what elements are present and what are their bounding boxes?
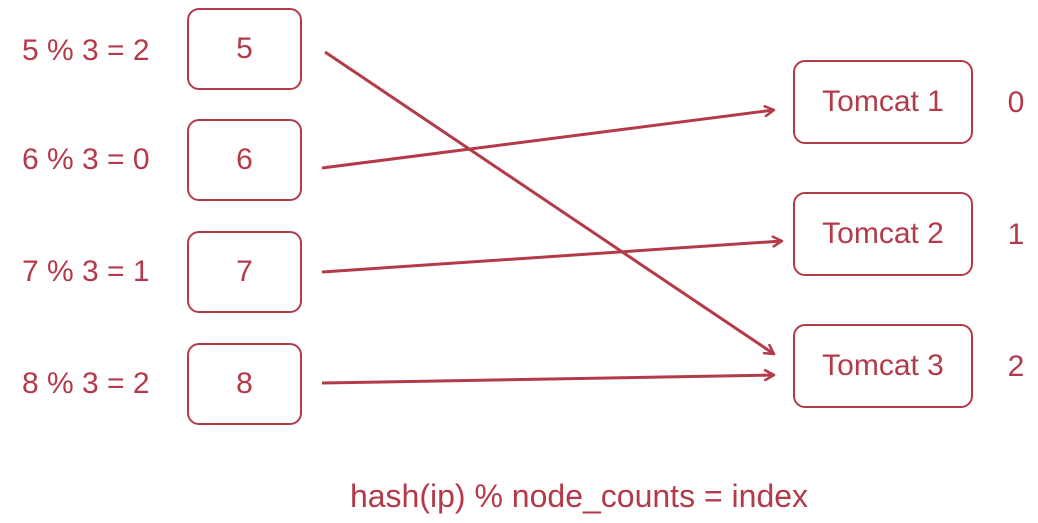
source-box-6: 6 bbox=[187, 119, 302, 201]
source-box-8: 8 bbox=[187, 343, 302, 425]
equation-7: 7 % 3 = 1 bbox=[22, 255, 150, 288]
source-box-label: 5 bbox=[236, 32, 253, 65]
source-box-label: 6 bbox=[236, 143, 253, 176]
source-box-7: 7 bbox=[187, 231, 302, 313]
node-index-1: 1 bbox=[1007, 218, 1025, 251]
equation-5: 5 % 3 = 2 bbox=[22, 34, 150, 67]
node-label: Tomcat 2 bbox=[822, 217, 944, 250]
node-box-tomcat-1: Tomcat 1 bbox=[793, 60, 973, 144]
node-box-tomcat-2: Tomcat 2 bbox=[793, 192, 973, 276]
arrow-7-to-tomcat-2 bbox=[321, 241, 782, 274]
source-box-label: 8 bbox=[236, 367, 253, 400]
source-box-5: 5 bbox=[187, 8, 302, 90]
source-box-label: 7 bbox=[236, 255, 253, 288]
formula-caption: hash(ip) % node_counts = index bbox=[349, 478, 809, 514]
node-index-0: 0 bbox=[1007, 86, 1025, 119]
equation-8: 8 % 3 = 2 bbox=[22, 367, 150, 400]
node-label: Tomcat 3 bbox=[822, 349, 944, 382]
node-index-2: 2 bbox=[1007, 350, 1025, 383]
arrow-5-to-tomcat-3 bbox=[324, 50, 774, 354]
node-label: Tomcat 1 bbox=[822, 85, 944, 118]
equation-6: 6 % 3 = 0 bbox=[22, 143, 150, 176]
arrow-6-to-tomcat-1 bbox=[321, 110, 774, 170]
node-box-tomcat-3: Tomcat 3 bbox=[793, 324, 973, 408]
arrow-8-to-tomcat-3 bbox=[321, 375, 774, 385]
